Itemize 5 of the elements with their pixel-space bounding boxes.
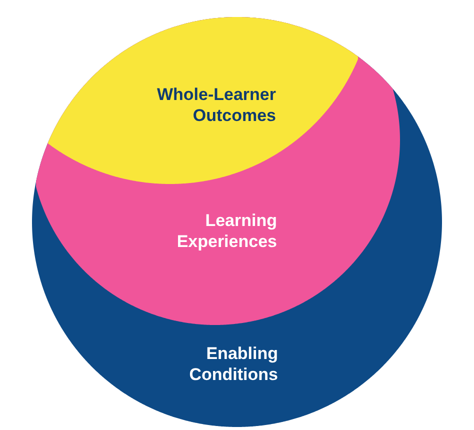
region-label: Whole-Learner Outcomes (156, 84, 276, 126)
middle-region (36, 17, 400, 325)
inner-region (48, 17, 358, 184)
region-label: Learning Experiences (176, 210, 277, 252)
region-label: Enabling Conditions (188, 343, 278, 385)
